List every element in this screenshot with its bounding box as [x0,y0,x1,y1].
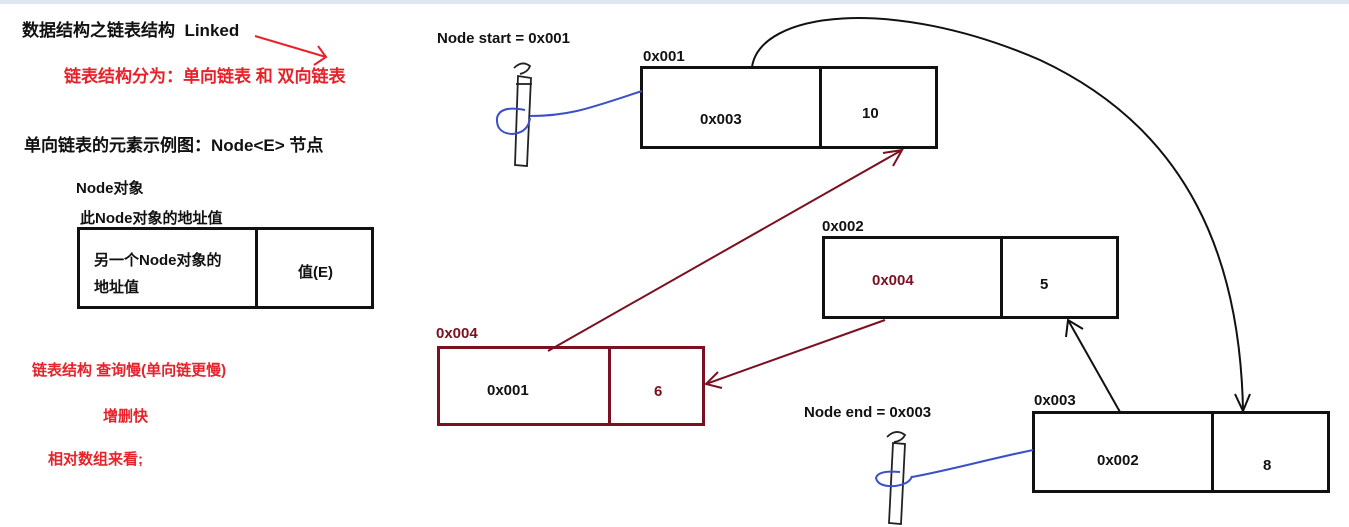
node-003-divider [1211,414,1214,490]
legend-address-label: 此Node对象的地址值 [80,210,223,227]
subtitle: 链表结构分为：单向链表 和 双向链表 [64,67,346,86]
title-en: Linked [184,21,240,40]
node-002-address: 0x002 [822,218,864,235]
title-arrow-icon [254,35,328,66]
node-002-box: 0x004 5 [822,236,1119,319]
node-001-next: 0x003 [700,111,742,128]
node-001-divider [819,69,822,146]
node-004-value: 6 [654,383,663,400]
page-title: 数据结构之链表结构 Linked [22,16,239,41]
end-pin-loop [874,449,1034,488]
end-pin-icon [886,431,907,525]
start-pin-loop [495,90,643,136]
node-004-address: 0x004 [436,325,478,342]
node-001-value: 10 [862,105,879,122]
node-001-address: 0x001 [643,48,685,65]
arrow-003-to-002-icon [1065,318,1121,413]
title-cn: 数据结构之链表结构 [22,21,175,40]
legend-divider [255,230,258,306]
node-004-next: 0x001 [487,382,529,399]
legend-left-line1: 另一个Node对象的 [94,252,222,269]
start-pin-icon [513,62,532,167]
node-002-next: 0x004 [872,272,914,289]
legend-left-line2: 地址值 [94,279,140,296]
node-003-box: 0x002 8 [1032,411,1330,493]
node-004-box: 0x001 6 [437,346,705,426]
node-003-value: 8 [1263,457,1272,474]
legend-left-cell: 另一个Node对象的 地址值 [94,247,222,301]
note-line2: 增删快 [103,408,149,425]
node-002-divider [1000,239,1003,316]
note-line3: 相对数组来看; [48,451,143,468]
legend-right-cell: 值(E) [298,264,333,281]
node-001-box: 0x003 10 [640,66,938,149]
arrow-002-to-004-icon [704,319,886,389]
start-label: Node start = 0x001 [437,30,570,47]
legend-node-box: 另一个Node对象的 地址值 值(E) [77,227,374,309]
example-heading: 单向链表的元素示例图：Node<E> 节点 [24,136,324,155]
note-line1: 链表结构 查询慢(单向链更慢) [32,362,227,379]
legend-object-label: Node对象 [76,180,144,197]
node-003-next: 0x002 [1097,452,1139,469]
arrow-001-to-003-icon [751,17,1251,414]
node-004-divider [608,349,611,423]
node-003-address: 0x003 [1034,392,1076,409]
arrow-004-to-001-icon [547,148,904,352]
window-top-strip [0,0,1349,4]
end-label: Node end = 0x003 [804,404,932,421]
node-002-value: 5 [1040,276,1049,293]
